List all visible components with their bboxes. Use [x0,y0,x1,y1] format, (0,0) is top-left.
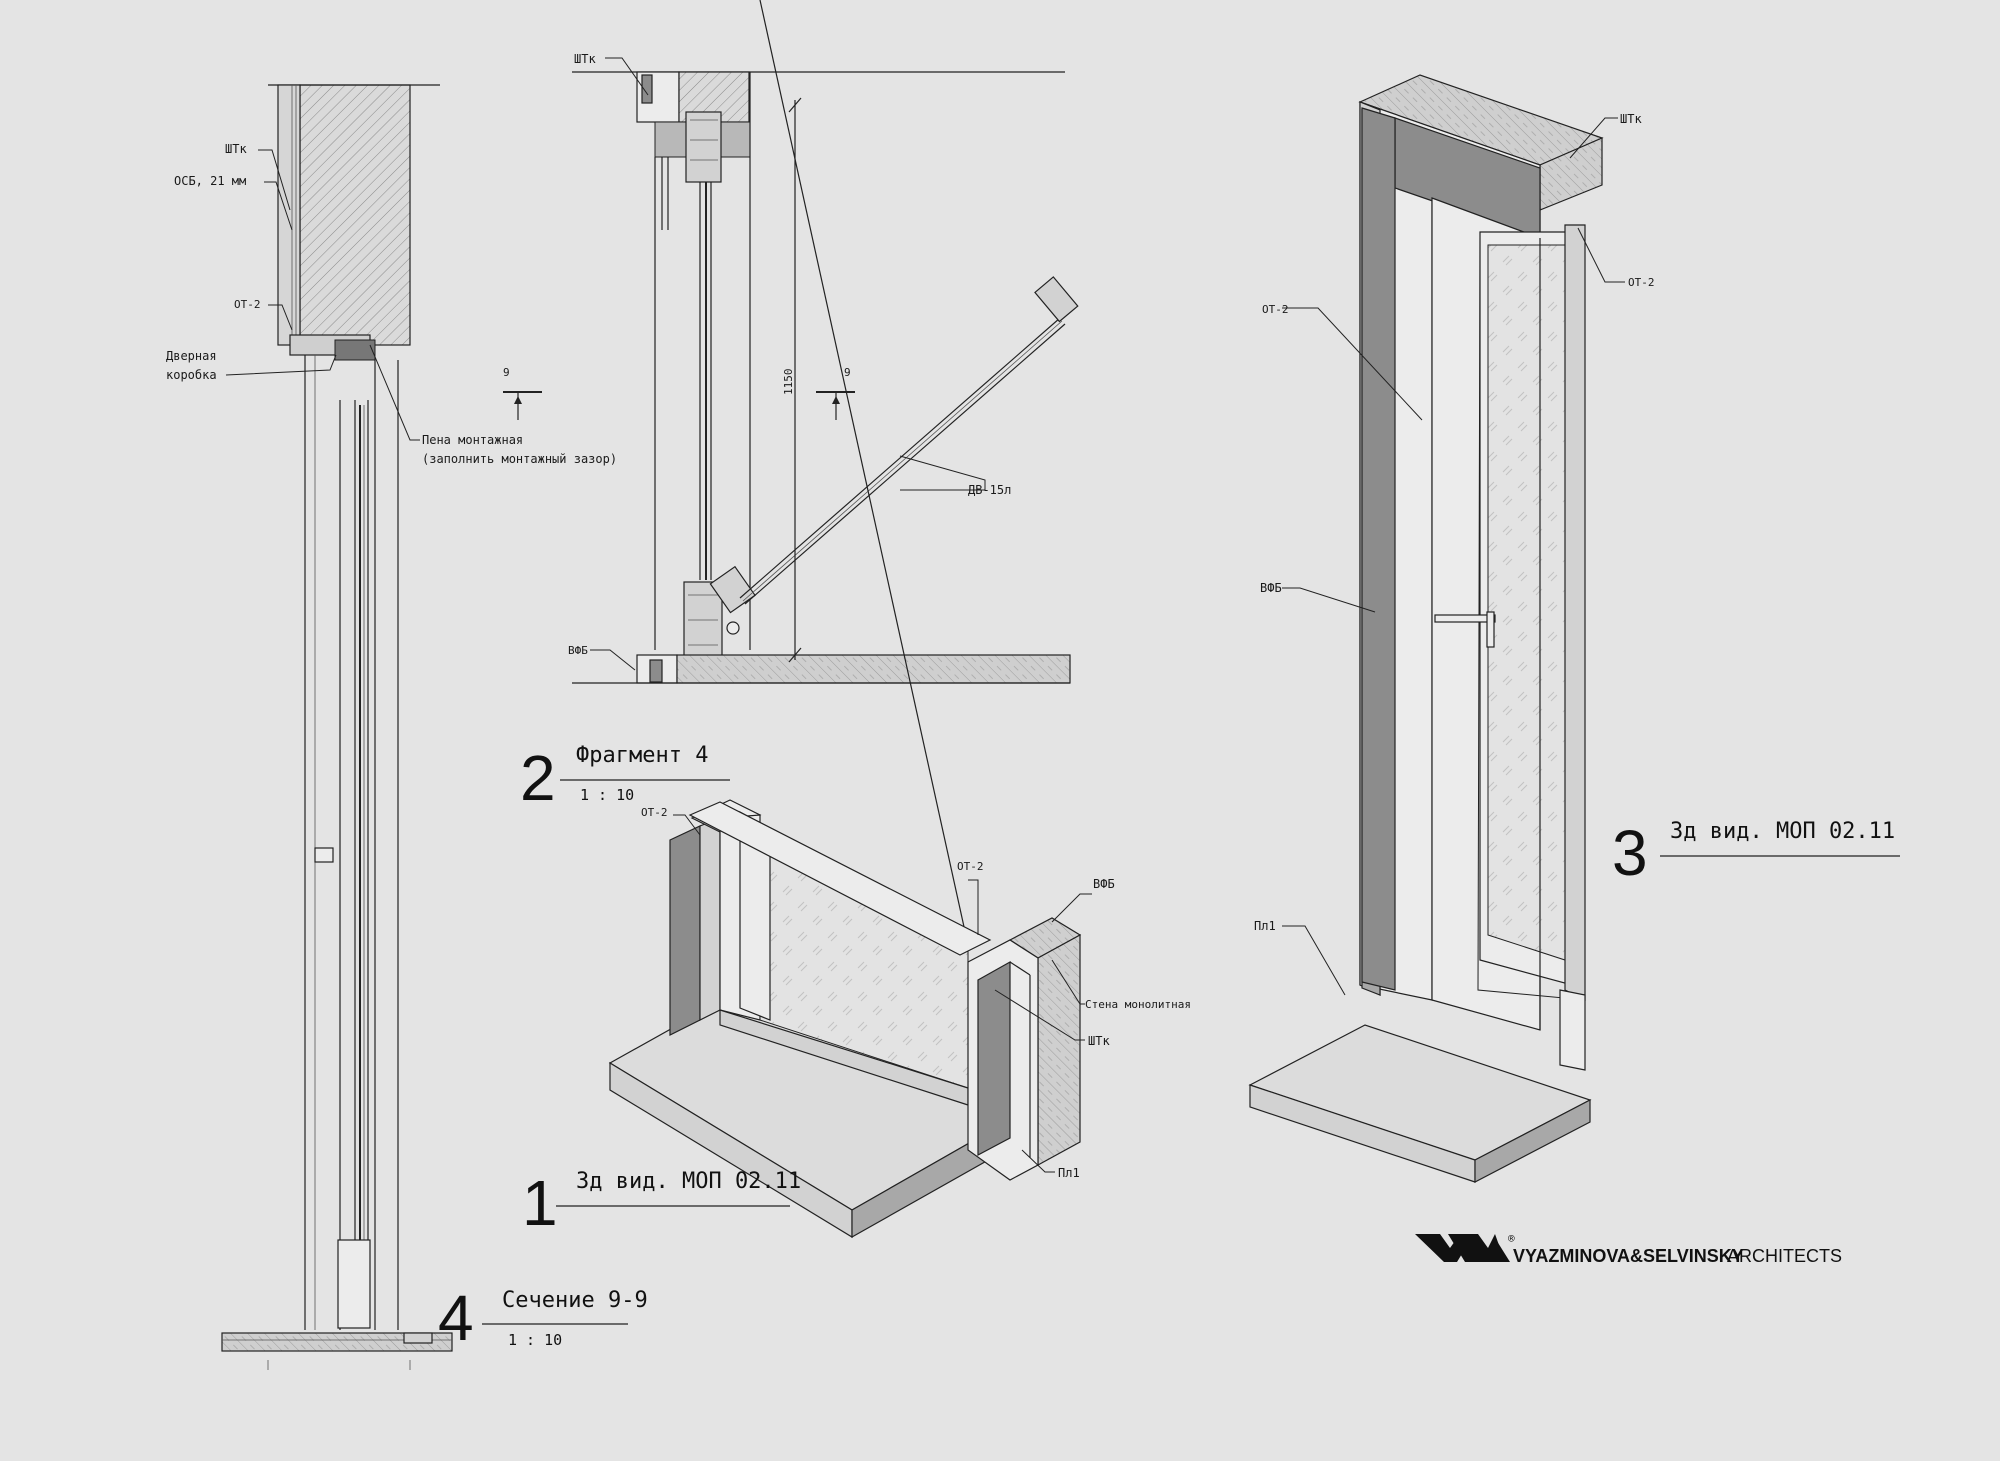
floor-side-3 [1474,1099,1591,1183]
top-frame-profile [685,111,722,183]
view-3-drawing [1248,74,1625,1183]
foam-fill [334,339,376,361]
view-number-3: 3 [1612,817,1648,889]
label-ot2-left-v3: ОТ-2 [1262,303,1289,316]
view-title-1: 3д вид. МОП 02.11 [576,1169,801,1194]
view-1-title-block: 1 3д вид. МОП 02.11 [522,1167,801,1239]
hinge [726,621,740,635]
label-dv15-f2: ДВ-15л [968,483,1011,497]
glass-panel-3 [1487,244,1566,961]
dimension-value-1150: 1150 [782,369,795,396]
open-sash-profile [709,565,756,614]
view-3-title-block: 3 3д вид. МОП 02.11 [1612,817,1900,889]
label-ot2-right-v3: ОТ-2 [1628,276,1655,289]
label-foam-line1: Пена монтажная [422,433,523,447]
left-trim-3 [1361,107,1396,991]
handle-symbol [314,847,334,863]
wall-block-top [299,84,411,346]
section-4-drawing [221,84,453,1370]
label-ot2-left-v1: ОТ-2 [641,806,668,819]
view-title-3: 3д вид. МОП 02.11 [1670,819,1895,844]
brand-name-bold: VYAZMINOVA&SELVINSKY [1513,1246,1744,1266]
label-ot2-s4: ОТ-2 [234,298,261,311]
floor-slab [221,1332,453,1352]
floor-slab-2 [676,654,1071,684]
view-1-labels: ОТ-2 ОТ-2 ВФБ Стена монолитная ШТк Пл1 [641,806,1191,1180]
osb-layer [277,84,301,346]
fragment-2-drawing [503,57,1079,684]
bottom-rail [337,1239,371,1329]
label-ot2-right-v1: ОТ-2 [957,860,984,873]
view-scale-2: 1 : 10 [580,786,634,804]
section-4-title-block: 4 Сечение 9-9 1 : 10 [438,1282,648,1354]
cut-number-left: 9 [503,366,510,379]
label-pl1-v1: Пл1 [1058,1166,1080,1180]
left-jamb-trim [669,825,701,1036]
label-door-frame-line1: Дверная [166,349,217,363]
view-number-4: 4 [438,1282,474,1354]
label-vfb-v1: ВФБ [1093,877,1115,891]
bottom-frame-profile [683,581,723,663]
view-title-4: Сечение 9-9 [502,1288,648,1313]
label-vfb-f2: ВФБ [568,644,588,657]
top-rail-1 [688,801,992,956]
logo-reg-mark: ® [1508,1232,1515,1245]
right-jamb-trim [977,960,1011,1156]
fragment-2-title-block: 2 Фрагмент 4 1 : 10 [520,742,730,814]
brand-name-regular: ARCHITECTS [1727,1246,1842,1266]
view-1-drawing [608,0,1092,1239]
label-vfb-v3: ВФБ [1260,581,1282,595]
view-3-labels: ШТк ОТ-2 ОТ-2 ВФБ Пл1 [1254,112,1655,933]
fragment-2-labels: ШТк ВФБ ДВ-15л 1150 9 9 [503,52,1011,657]
label-door-frame-line2: коробка [166,368,217,382]
view-number-2: 2 [520,742,556,814]
label-osb-s4: ОСБ, 21 мм [174,174,246,188]
sash-top-profile [1034,276,1079,323]
label-shtk-v1: ШТк [1088,1034,1110,1048]
open-sash-line-2 [744,323,1066,605]
section-4-labels: ШТк ОСБ, 21 мм ОТ-2 Дверная коробка Пена… [166,142,617,466]
wall-face-1 [1037,933,1081,1167]
handle-3 [1434,614,1496,623]
label-foam-line2: (заполнить монтажный зазор) [422,452,617,466]
view-scale-4: 1 : 10 [508,1331,562,1349]
cut-number-right: 9 [844,366,851,379]
view-number-1: 1 [522,1167,558,1239]
bottom-post-3 [1559,989,1586,1071]
label-wall-v1: Стена монолитная [1085,998,1191,1011]
logo-mark-a [1480,1238,1510,1262]
open-sash-line-1 [739,317,1061,599]
label-shtk-f2: ШТк [574,52,596,66]
view-title-2: Фрагмент 4 [576,743,708,768]
brand-logo: ® VYAZMINOVA&SELVINSKY ARCHITECTS [1415,1232,1842,1266]
label-pl1-v3: Пл1 [1254,919,1276,933]
label-shtk-v3: ШТк [1620,112,1642,126]
label-shtk-s4: ШТк [225,142,247,156]
